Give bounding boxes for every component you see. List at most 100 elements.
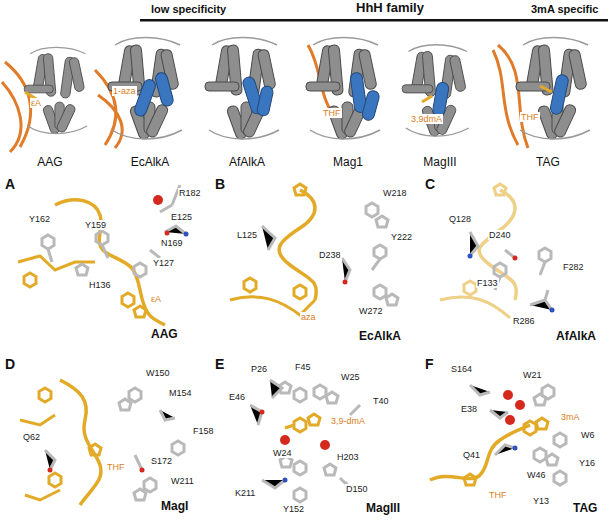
ligand-label: 3,9dmA	[410, 114, 443, 124]
protein-cartoons	[516, 38, 590, 141]
active-site-panels	[374, 245, 386, 259]
active-site-panels	[440, 184, 516, 318]
active-site-panels	[540, 262, 545, 275]
residue-label: H203	[336, 452, 360, 462]
ligand-label: εA	[150, 294, 162, 304]
active-site-panels	[464, 474, 476, 485]
active-site-panels	[470, 232, 478, 256]
residue-label: L125	[236, 230, 258, 240]
protein-cartoons	[154, 71, 174, 107]
active-site-panels	[308, 414, 320, 425]
active-site-panels	[386, 294, 398, 305]
active-site-panels	[24, 273, 36, 287]
panel-letter: F	[424, 356, 435, 372]
ligand-label: aza	[300, 312, 317, 322]
active-site-panels	[153, 195, 163, 205]
active-site-panels	[430, 385, 566, 485]
active-site-panels	[490, 410, 508, 418]
residue-label: W46	[526, 470, 547, 480]
residue-label: R182	[178, 188, 202, 198]
family-bar	[140, 19, 608, 22]
residue-label: W211	[170, 476, 195, 486]
active-site-panels	[495, 445, 515, 455]
residue-label: D238	[318, 250, 342, 260]
protein-cartoons	[205, 38, 279, 141]
residue-label: E125	[170, 212, 193, 222]
panel-letter: D	[4, 356, 16, 372]
active-site-panels	[134, 306, 146, 317]
active-site-panels	[279, 190, 316, 300]
active-site-panels	[534, 394, 546, 405]
residue-label: E38	[460, 404, 478, 414]
residue-label: F45	[294, 362, 312, 372]
active-site-panels	[144, 478, 156, 492]
active-site-panels	[468, 254, 473, 259]
family-heading: HhH family	[355, 1, 425, 16]
panel-enzyme-name: TAG	[572, 502, 598, 516]
active-site-panels	[464, 281, 476, 295]
enzyme-name: AfAlkA	[228, 156, 266, 170]
active-site-panels	[294, 285, 306, 299]
active-site-panels	[119, 399, 131, 410]
residue-label: Q41	[462, 450, 481, 460]
residue-label: Y152	[282, 504, 305, 514]
active-site-panels	[350, 405, 360, 415]
residue-label: M154	[168, 388, 193, 398]
active-site-panels	[165, 231, 170, 236]
panel-enzyme-name: MagIII	[365, 502, 401, 516]
active-site-panels	[18, 256, 95, 270]
ligand-label: THF	[520, 112, 540, 122]
protein-cartoons	[422, 96, 432, 102]
active-site-panels	[372, 259, 380, 270]
active-site-panels	[260, 410, 265, 415]
active-site-panels	[42, 235, 54, 249]
residue-label: F133	[476, 278, 499, 288]
panel-letter: B	[214, 176, 226, 192]
residue-label: K211	[234, 488, 256, 498]
active-site-panels	[440, 297, 510, 318]
protein-cartoons	[24, 47, 87, 134]
active-site-panels	[554, 433, 566, 447]
residue-label: W24	[272, 448, 293, 458]
active-site-panels	[539, 248, 551, 262]
active-site-panels	[513, 256, 518, 261]
residue-label: R286	[512, 316, 536, 326]
active-site-panels	[76, 264, 88, 275]
active-site-panels	[48, 249, 52, 262]
active-site-panels	[262, 480, 285, 488]
active-site-panels	[244, 278, 256, 292]
active-site-panels	[430, 425, 530, 480]
active-site-panels	[184, 232, 189, 237]
residue-label: Q62	[22, 432, 41, 442]
panel-enzyme-name: MagI	[160, 500, 189, 514]
residue-label: E46	[228, 392, 246, 402]
active-site-panels	[172, 441, 184, 455]
residue-label: W21	[522, 370, 543, 380]
protein-cartoons	[2, 62, 31, 152]
active-site-panels	[294, 418, 306, 432]
active-site-panels	[134, 263, 146, 277]
active-site-panels	[96, 231, 108, 245]
protein-cartoons	[306, 38, 380, 141]
group-heading: low specificity	[150, 3, 227, 16]
active-site-panels	[324, 464, 336, 475]
residue-label: W272	[358, 306, 384, 316]
active-site-panels	[534, 448, 546, 462]
protein-cartoons	[361, 89, 380, 121]
active-site-panels	[294, 461, 306, 475]
enzyme-name: TAG	[535, 156, 561, 170]
panel-enzyme-name: AAG	[150, 328, 179, 342]
residue-label: Q128	[448, 214, 472, 224]
ligand-label: 1-aza	[112, 86, 137, 96]
active-site-panels	[140, 468, 145, 473]
residue-label: D240	[488, 230, 512, 240]
enzyme-name: EcAlkA	[130, 156, 171, 170]
active-site-panels	[494, 263, 506, 277]
protein-cartoons	[133, 78, 157, 118]
protein-cartoons	[205, 38, 279, 141]
residue-label: F158	[192, 426, 215, 436]
protein-cartoons	[402, 45, 469, 137]
active-site-panels	[285, 425, 294, 428]
protein-cartoons	[540, 86, 552, 92]
